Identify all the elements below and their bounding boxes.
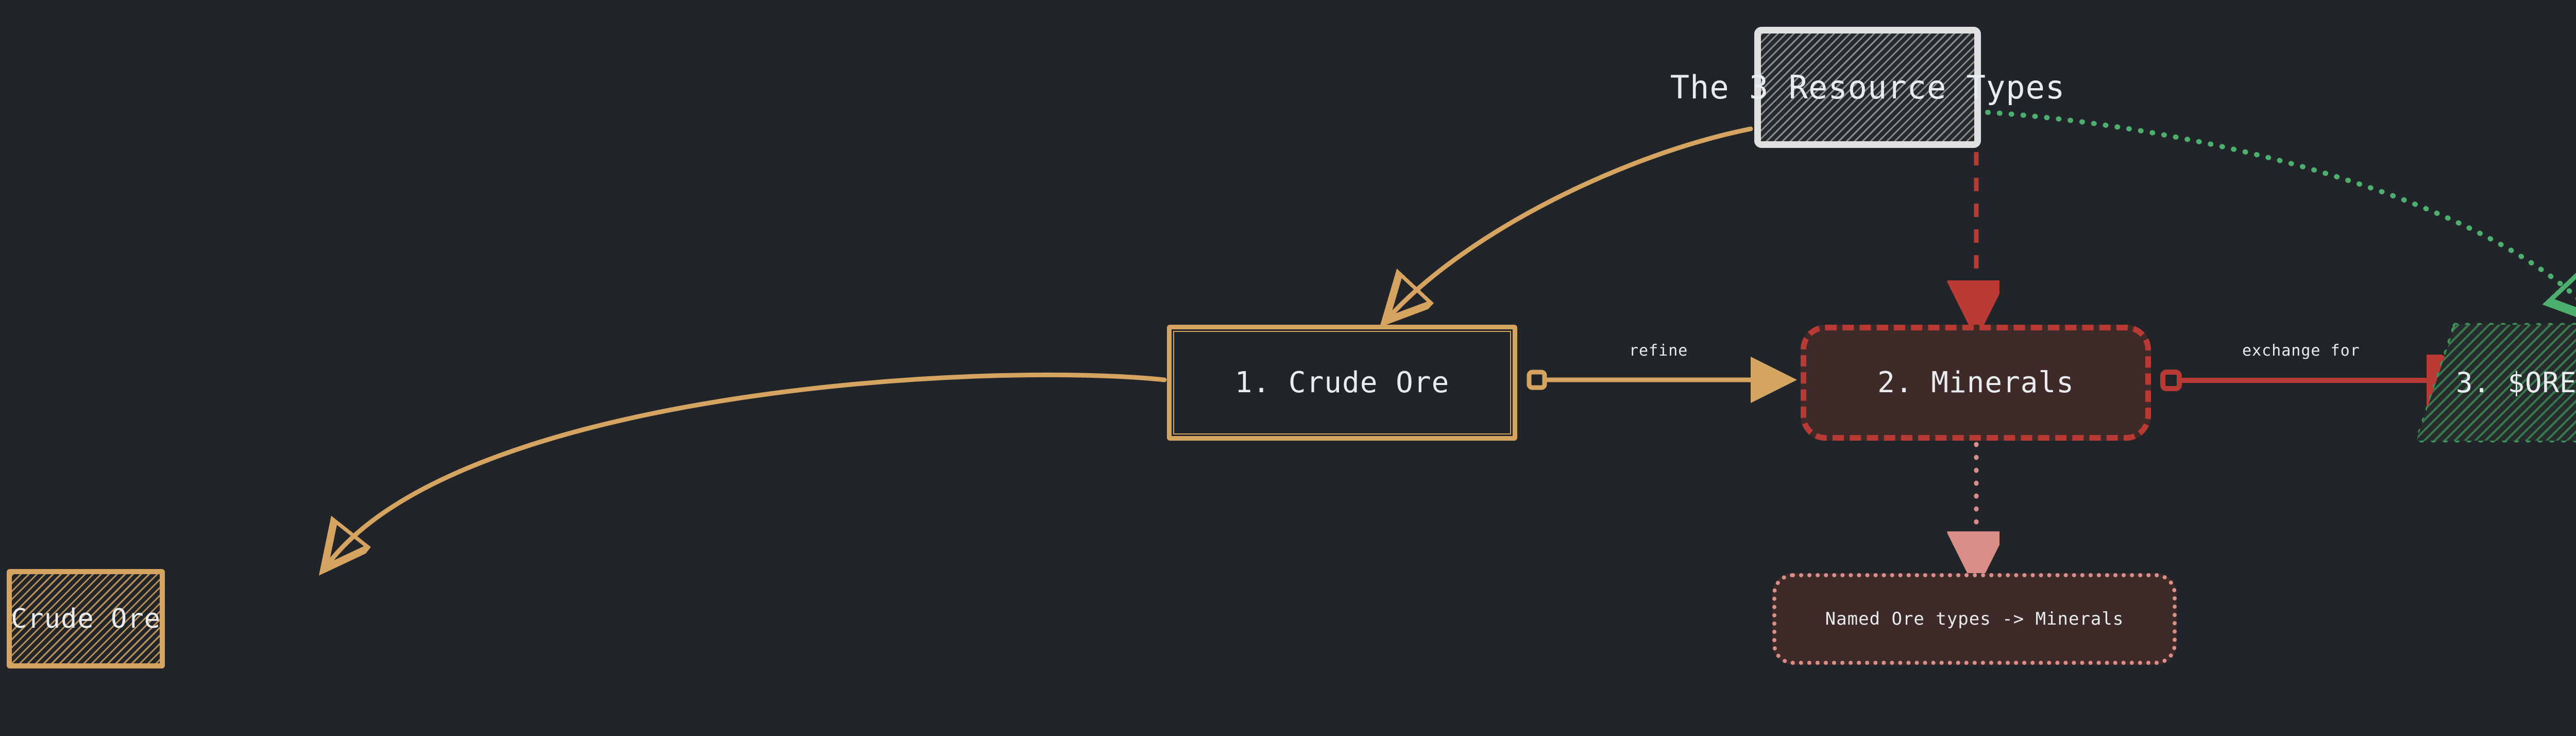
node-ore-currency-label: 3. $ORE Currency	[2455, 366, 2576, 399]
node-crude-ore-legend-label: Crude Ore	[11, 603, 161, 634]
node-minerals-label: 2. Minerals	[1877, 366, 2074, 399]
edge-title-to-ore-currency	[1985, 110, 2576, 313]
edge-label-refine: refine	[1629, 342, 1688, 360]
edge-tail-marker-refine	[1527, 370, 1547, 390]
edge-crude-ore-to-legend	[330, 372, 1167, 562]
title-hatch-fill	[1761, 34, 1974, 141]
edge-tail-marker-exchange	[2160, 370, 2182, 391]
node-minerals[interactable]: 2. Minerals	[1801, 325, 2151, 441]
node-title-label: The 3 Resource Types	[1670, 69, 2065, 106]
crude-ore-legend-hatch-fill	[12, 574, 160, 663]
node-crude-ore-legend[interactable]: Crude Ore	[7, 569, 165, 668]
node-note-named-ore-label: Named Ore types -> Minerals	[1825, 609, 2124, 629]
edge-label-exchange-for: exchange for	[2242, 342, 2360, 360]
node-crude-ore-numbered[interactable]: 1. Crude Ore	[1167, 325, 1517, 441]
node-note-named-ore[interactable]: Named Ore types -> Minerals	[1772, 573, 2177, 665]
node-ore-currency[interactable]: 3. $ORE Currency	[2416, 325, 2576, 441]
node-title[interactable]: The 3 Resource Types	[1670, 27, 2064, 148]
node-crude-ore-numbered-label: 1. Crude Ore	[1234, 366, 1450, 399]
edge-title-to-crude-ore	[1392, 126, 1753, 314]
